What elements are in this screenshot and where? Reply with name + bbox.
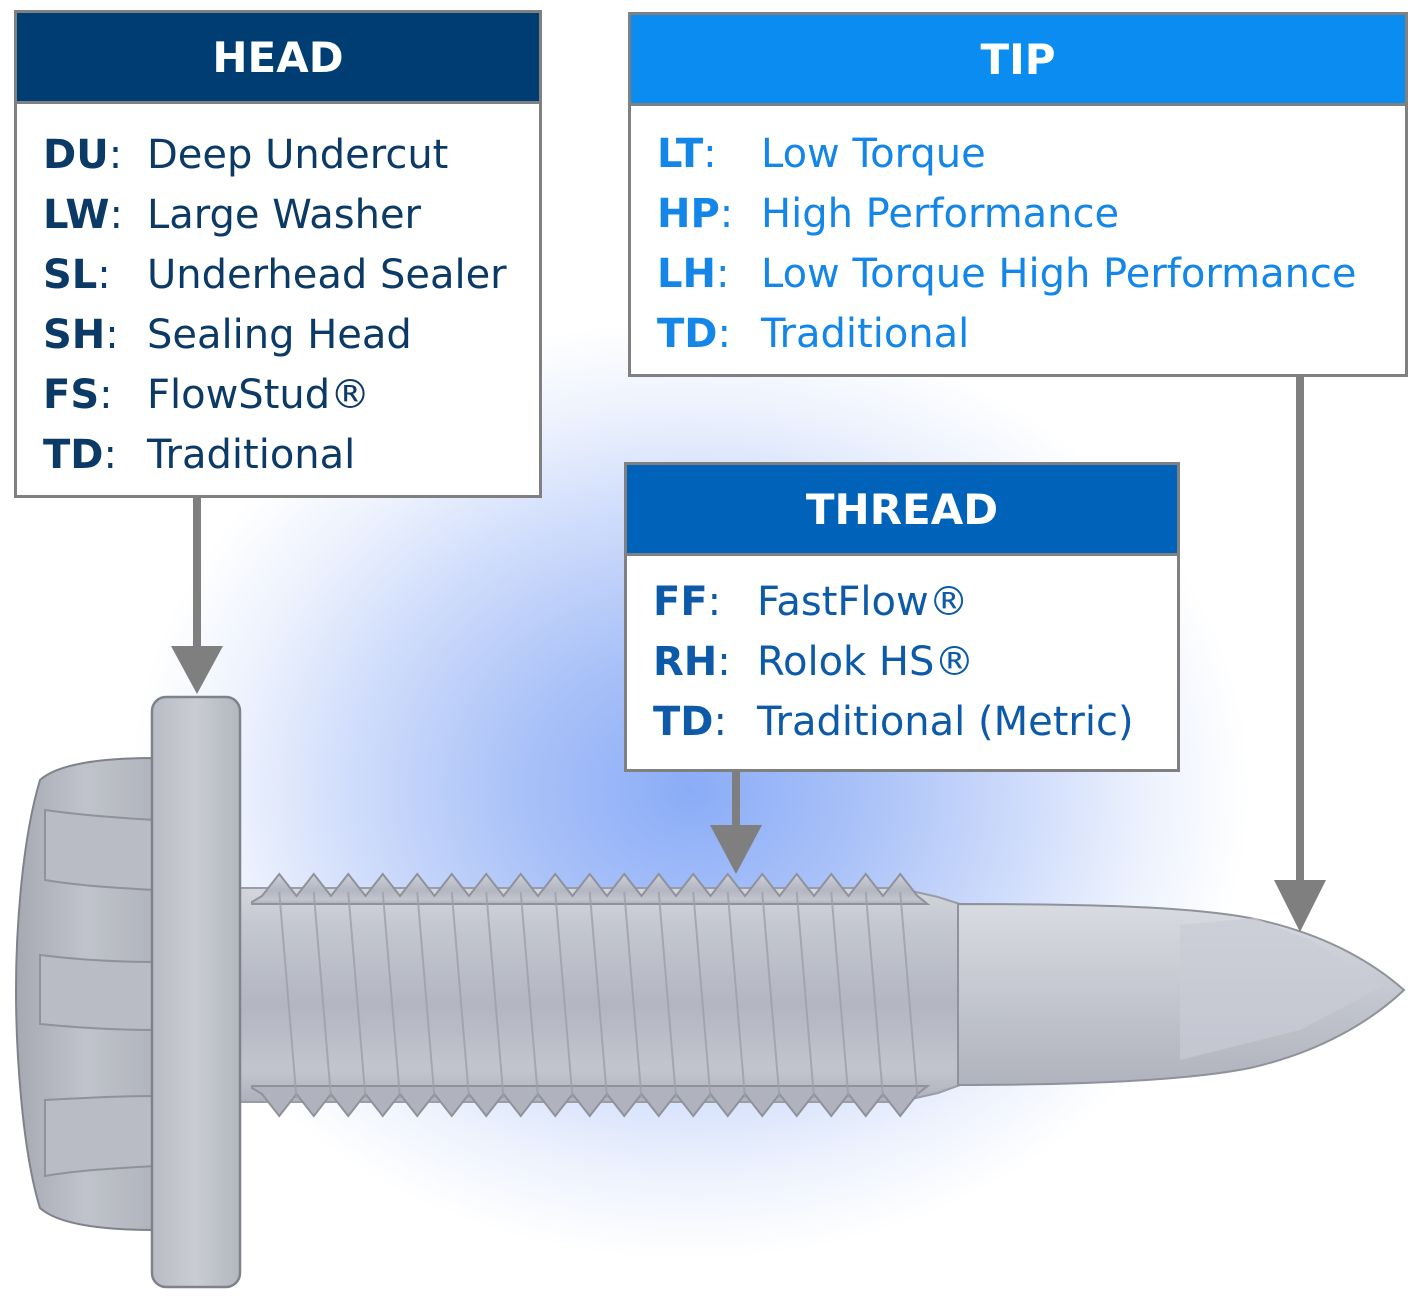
head-item-label: Large Washer	[147, 192, 422, 238]
thread-item-label: Rolok HS®	[757, 639, 975, 685]
colon: :	[719, 191, 734, 237]
thread-item-code: FF	[653, 579, 708, 625]
thread-crests-top	[251, 872, 931, 905]
thread-helix-line	[795, 891, 815, 1099]
thread-helix-line	[830, 891, 850, 1099]
thread-helix-line	[554, 891, 574, 1099]
colon: :	[109, 192, 123, 238]
thread-item-label: FastFlow®	[757, 579, 969, 625]
tip-arrow	[1274, 377, 1326, 932]
tip-item-code: LH	[657, 251, 716, 297]
colon: :	[713, 699, 727, 745]
colon: :	[717, 311, 731, 357]
colon: :	[99, 372, 113, 418]
colon: :	[707, 579, 722, 625]
head-item-code: LW	[43, 192, 110, 238]
colon: :	[105, 312, 119, 358]
hex-lobe-1	[44, 808, 156, 892]
thread-item-code: RH	[653, 639, 718, 685]
head-item-label: Traditional	[147, 432, 356, 478]
hex-lobe-3	[44, 1094, 156, 1178]
tip-title: TIP	[631, 15, 1405, 106]
thread-helix-line	[485, 891, 505, 1099]
thread-helix-line	[726, 891, 746, 1099]
head-item-label: Deep Undercut	[147, 132, 449, 178]
colon: :	[97, 252, 111, 298]
tip-item-label: Low Torque	[761, 131, 986, 177]
tip-item-code: TD	[657, 311, 718, 357]
head-arrow	[171, 498, 223, 694]
tip-item-label: Traditional	[761, 311, 970, 357]
washer-flange	[150, 695, 242, 1289]
thread-helix-line	[761, 891, 781, 1099]
thread-helix-line	[588, 891, 608, 1099]
thread-title: THREAD	[627, 465, 1177, 556]
head-item-code: DU	[43, 132, 109, 178]
thread-helix-line	[312, 891, 332, 1099]
tip-item-code: HP	[657, 191, 720, 237]
thread-helix-line	[416, 891, 436, 1099]
head-title: HEAD	[17, 13, 539, 104]
head-item-code: FS	[43, 372, 100, 418]
thread-item-code: TD	[653, 699, 714, 745]
colon: :	[717, 639, 731, 685]
thread-helix-line	[278, 891, 298, 1099]
tip-facet	[1180, 918, 1385, 1060]
head-item-label: Underhead Sealer	[147, 252, 507, 298]
thread-helix-line	[381, 891, 401, 1099]
head-item-code: SL	[43, 252, 98, 298]
thread-crests-bottom	[251, 1085, 931, 1118]
thread-item-label: Traditional (Metric)	[757, 699, 1134, 745]
screw-shaft	[231, 887, 961, 1103]
colon: :	[108, 132, 123, 178]
colon: :	[703, 131, 717, 177]
thread-helix-line	[657, 891, 677, 1099]
thread-helix-line	[899, 891, 919, 1099]
head-item-code: TD	[43, 432, 104, 478]
colon: :	[715, 251, 730, 297]
thread-helix-line	[623, 891, 643, 1099]
tip-item-code: LT	[657, 131, 704, 177]
tip-item-label: High Performance	[761, 191, 1120, 237]
head-item-label: Sealing Head	[147, 312, 412, 358]
thread-helix-line	[864, 891, 884, 1099]
thread-helix-line	[347, 891, 367, 1099]
head-item-label: FlowStud®	[147, 372, 371, 418]
thread-helix-line	[450, 891, 470, 1099]
hex-lobe-2	[39, 953, 156, 1032]
colon: :	[103, 432, 117, 478]
thread-legend-box: THREAD FF: FastFlow® RH: Rolok HS® TD: Tradit…	[624, 462, 1180, 772]
thread-helix-line	[692, 891, 712, 1099]
thread-helix-line	[519, 891, 539, 1099]
thread-arrow	[710, 772, 762, 874]
thread-helix-lines	[278, 891, 919, 1099]
tip-item-label: Low Torque High Performance	[761, 251, 1357, 297]
head-item-code: SH	[43, 312, 106, 358]
